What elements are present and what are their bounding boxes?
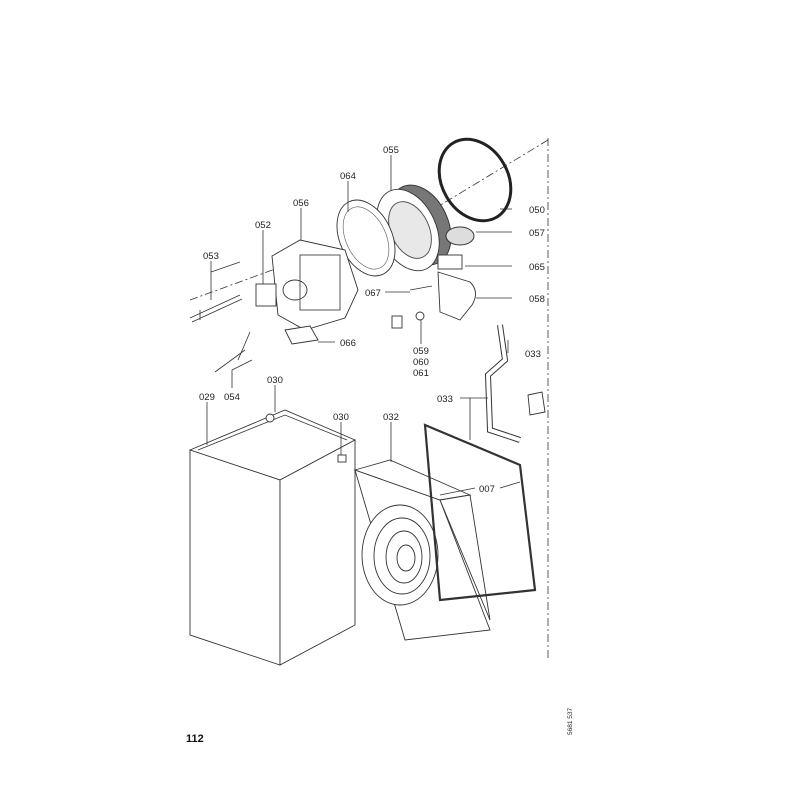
label-033-pipe: 033 xyxy=(437,394,453,405)
label-032: 032 xyxy=(383,412,399,423)
label-053: 053 xyxy=(203,251,219,262)
part-057 xyxy=(445,226,475,246)
burner-door-055 xyxy=(376,184,452,272)
label-007: 007 xyxy=(479,484,495,495)
drawing-number: 5681 537 xyxy=(567,708,574,735)
part-059-nut xyxy=(415,311,425,321)
label-054: 054 xyxy=(224,392,240,403)
label-067: 067 xyxy=(365,288,381,299)
label-058: 058 xyxy=(529,294,545,305)
fan-056 xyxy=(271,239,359,331)
label-029: 029 xyxy=(199,392,215,403)
front-panel-032 xyxy=(353,459,491,641)
seal-frame-007 xyxy=(423,423,537,602)
pipe-033-inner xyxy=(485,324,521,442)
label-052: 052 xyxy=(255,220,271,231)
clip-033 xyxy=(527,391,546,416)
gasket-064-inner xyxy=(342,206,390,270)
part-059-061 xyxy=(391,315,403,329)
leader-lines xyxy=(206,155,521,496)
label-033-clip: 033 xyxy=(525,349,541,360)
label-064: 064 xyxy=(340,171,356,182)
label-057: 057 xyxy=(529,228,545,239)
gasket-ring-050 xyxy=(437,137,513,223)
label-056: 056 xyxy=(293,198,309,209)
label-055: 055 xyxy=(383,145,399,156)
part-065 xyxy=(437,254,463,270)
cabinet-029 xyxy=(188,409,357,666)
part-066 xyxy=(284,325,319,345)
clip-030a xyxy=(265,413,275,423)
label-050: 050 xyxy=(529,205,545,216)
part-052 xyxy=(255,283,277,307)
part-067 xyxy=(409,285,433,291)
label-066: 066 xyxy=(340,338,356,349)
label-059: 059 xyxy=(413,346,429,357)
page-number: 112 xyxy=(186,733,204,745)
label-060: 060 xyxy=(413,357,429,368)
clip-030b xyxy=(337,454,347,463)
label-065: 065 xyxy=(529,262,545,273)
label-030-side: 030 xyxy=(333,412,349,423)
electrode-054 xyxy=(214,331,251,373)
label-061: 061 xyxy=(413,368,429,379)
part-058 xyxy=(437,271,476,321)
electrode-053 xyxy=(189,294,243,323)
label-030-top: 030 xyxy=(267,375,283,386)
